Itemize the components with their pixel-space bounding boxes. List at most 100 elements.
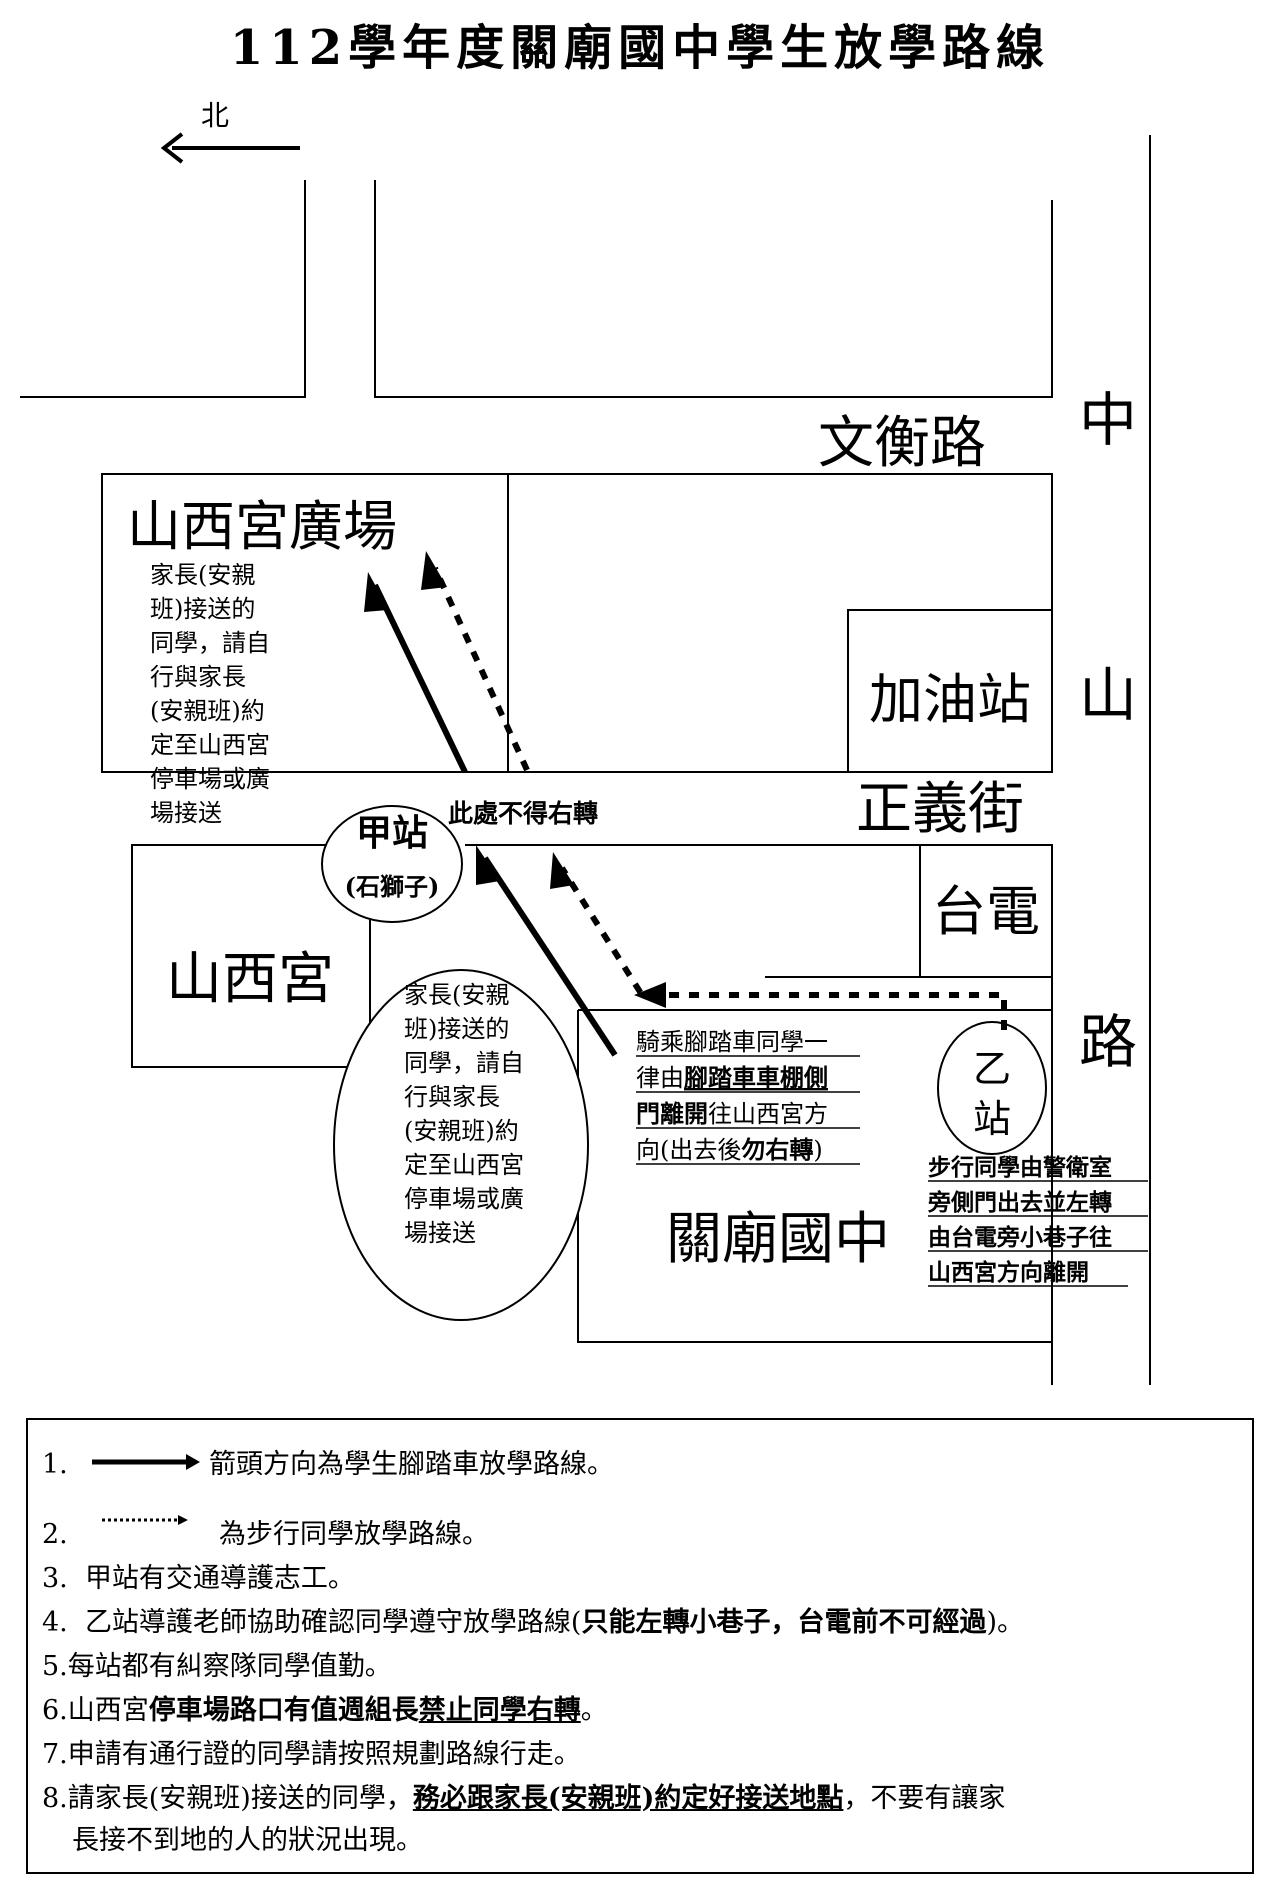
legend-item-6-text-a: 山西宮 <box>67 1695 149 1726</box>
svg-text:同學，請自: 同學，請自 <box>404 1049 524 1077</box>
legend-item-1-num: 1. <box>42 1449 68 1480</box>
solid-arrow-icon <box>92 1454 200 1470</box>
bike-note: 騎乘腳踏車同學一 律由腳踏車車棚側 門離開往山西宮方 向(出去後勿右轉) <box>636 1028 860 1165</box>
legend-item-2-num: 2. <box>42 1519 68 1550</box>
parent-note-left: 家長(安親 班)接送的 同學，請自 行與家長 (安親班)約 定至山西宮 停車場或… <box>150 561 270 827</box>
station-b-marker <box>937 1021 1047 1155</box>
legend-item-8-text-a: 請家長(安親班)接送的同學， <box>67 1783 413 1814</box>
legend-item-4: 4. 乙站導護老師協助確認同學遵守放學路線(只能左轉小巷子，台電前不可經過)。 <box>42 1606 1024 1640</box>
svg-text:停車場或廣: 停車場或廣 <box>150 765 270 793</box>
svg-text:班)接送的: 班)接送的 <box>404 1015 509 1043</box>
svg-text:向(出去後勿右轉): 向(出去後勿右轉) <box>636 1135 823 1164</box>
walk-route-arrowhead-turn <box>634 982 666 1008</box>
svg-text:(安親班)約: (安親班)約 <box>150 697 265 725</box>
bike-route-arrow-lower <box>482 856 618 1057</box>
legend-item-6-text-d: 。 <box>580 1695 608 1726</box>
legend-item-8-text-d: 長接不到地的人的狀況出現。 <box>72 1825 423 1856</box>
legend-box: 1. 箭頭方向為學生腳踏車放學路線。 2. 為步行同學放學路線。 3. 甲站有交… <box>26 1418 1254 1874</box>
legend-item-7-num: 7. <box>42 1739 68 1770</box>
page-title: 112學年度關廟國中學生放學路線 <box>229 20 1051 76</box>
plaza-block <box>101 473 509 773</box>
road-label-zhongshan-2: 山 <box>1079 661 1137 729</box>
svg-text:山西宮方向離開: 山西宮方向離開 <box>928 1259 1089 1286</box>
legend-item-6-text-b: 停車場路口有值週組長 <box>148 1695 419 1726</box>
svg-text:家長(安親: 家長(安親 <box>150 561 255 589</box>
bike-route-arrowhead-lower <box>476 845 500 885</box>
temple-block <box>131 844 371 1068</box>
legend-item-8-text-b: 務必跟家長(安親班)約定好接送地點 <box>412 1783 844 1814</box>
walk-route-arrowhead-lower <box>550 852 574 889</box>
legend-item-2: 2. 為步行同學放學路線。 <box>42 1515 489 1552</box>
bike-route-arrowhead-upper <box>364 572 389 612</box>
road-label-zhengyi: 正義街 <box>856 777 1024 842</box>
block-top-left <box>20 180 306 398</box>
legend-item-8-text-c: ，不要有讓家 <box>843 1783 1006 1814</box>
walk-note: 步行同學由警衛室 旁側門出去並左轉 由台電旁小巷子往 山西宮方向離開 <box>927 1154 1148 1287</box>
walk-route-arrowhead-upper <box>421 551 447 590</box>
legend-item-7: 7.申請有通行證的同學請按照規劃路線行走。 <box>42 1738 581 1772</box>
place-label-temple: 山西宮 <box>166 947 334 1012</box>
legend-item-8: 8.請家長(安親班)接送的同學，務必跟家長(安親班)約定好接送地點，不要有讓家 <box>42 1782 1005 1816</box>
place-label-gas-station: 加油站 <box>869 668 1031 731</box>
road-label-wenheng: 文衡路 <box>818 411 986 476</box>
walk-route-upper <box>432 566 530 772</box>
legend-item-5: 5.每站都有糾察隊同學值勤。 <box>42 1650 392 1684</box>
road-label-zhongshan-1: 中 <box>1079 386 1137 454</box>
legend-item-8-cont: 長接不到地的人的狀況出現。 <box>72 1824 423 1858</box>
place-label-plaza: 山西宮廣場 <box>127 495 397 558</box>
place-label-school: 關廟國中 <box>666 1207 890 1272</box>
legend-item-3: 3. 甲站有交通導護志工。 <box>42 1562 355 1596</box>
bike-route-arrow-upper <box>372 583 468 774</box>
station-b-label-1: 乙 <box>973 1047 1011 1091</box>
route-map: 北 文衡路 正義街 中 山 路 山西宮廣場 加油站 台電 山西宮 關廟國中 家長… <box>20 99 1151 1385</box>
legend-item-4-text-b: 只能左轉小巷子，台電前不可經過 <box>581 1607 987 1638</box>
gas-station-box <box>847 609 1053 773</box>
svg-text:場接送: 場接送 <box>150 799 222 827</box>
legend-item-3-num: 3. <box>42 1563 68 1594</box>
station-a-label: 甲站 <box>356 812 428 854</box>
road-label-zhongshan-3: 路 <box>1079 1008 1137 1076</box>
svg-text:由台電旁小巷子往: 由台電旁小巷子往 <box>928 1224 1112 1251</box>
svg-text:行與家長: 行與家長 <box>150 663 246 691</box>
svg-text:定至山西宮: 定至山西宮 <box>404 1151 524 1179</box>
station-a-sublabel: (石獅子) <box>345 872 440 901</box>
svg-text:步行同學由警衛室: 步行同學由警衛室 <box>928 1154 1112 1181</box>
block-top-right <box>374 180 1053 398</box>
svg-text:停車場或廣: 停車場或廣 <box>404 1185 524 1213</box>
station-a-marker <box>321 805 463 923</box>
legend-item-4-num: 4. <box>42 1607 68 1638</box>
legend-item-2-text: 為步行同學放學路線。 <box>218 1519 489 1550</box>
legend-item-7-text: 申請有通行證的同學請按照規劃路線行走。 <box>67 1739 581 1770</box>
parent-note-bubble <box>333 969 589 1321</box>
legend-item-3-text: 甲站有交通導護志工。 <box>84 1563 355 1594</box>
legend-item-6: 6.山西宮停車場路口有值週組長禁止同學右轉。 <box>42 1694 608 1728</box>
svg-text:同學，請自: 同學，請自 <box>150 629 270 657</box>
legend-item-1: 1. 箭頭方向為學生腳踏車放學路線。 <box>42 1448 614 1482</box>
svg-text:家長(安親: 家長(安親 <box>404 981 509 1009</box>
svg-text:門離開往山西宮方: 門離開往山西宮方 <box>636 1099 828 1128</box>
place-label-taipower: 台電 <box>932 880 1040 943</box>
parent-note-bubble-text: 家長(安親 班)接送的 同學，請自 行與家長 (安親班)約 定至山西宮 停車場或… <box>404 981 524 1247</box>
svg-text:行與家長: 行與家長 <box>404 1083 500 1111</box>
north-arrow-icon <box>160 132 300 164</box>
legend-item-6-num: 6. <box>42 1695 68 1726</box>
svg-text:(安親班)約: (安親班)約 <box>404 1117 519 1145</box>
svg-text:定至山西宮: 定至山西宮 <box>150 731 270 759</box>
svg-text:場接送: 場接送 <box>404 1219 476 1247</box>
svg-text:班)接送的: 班)接送的 <box>150 595 255 623</box>
svg-text:騎乘腳踏車同學一: 騎乘腳踏車同學一 <box>636 1028 828 1056</box>
legend-item-8-num: 8. <box>42 1783 68 1814</box>
legend-item-5-num: 5. <box>42 1651 68 1682</box>
legend-item-4-text-c: )。 <box>986 1607 1025 1638</box>
station-b-label-2: 站 <box>973 1097 1011 1141</box>
svg-text:律由腳踏車車棚側: 律由腳踏車車棚側 <box>636 1063 828 1092</box>
legend-item-1-text: 箭頭方向為學生腳踏車放學路線。 <box>208 1449 614 1480</box>
dotted-arrow-icon <box>102 1515 188 1525</box>
north-label: 北 <box>201 99 229 132</box>
legend-item-6-text-c: 禁止同學右轉 <box>418 1695 581 1726</box>
svg-text:旁側門出去並左轉: 旁側門出去並左轉 <box>927 1189 1112 1216</box>
no-right-turn-label: 此處不得右轉 <box>448 799 598 828</box>
taipower-box <box>919 844 1053 978</box>
legend-item-4-text-a: 乙站導護老師協助確認同學遵守放學路線( <box>84 1607 582 1638</box>
legend-item-5-text: 每站都有糾察隊同學值勤。 <box>67 1651 392 1682</box>
